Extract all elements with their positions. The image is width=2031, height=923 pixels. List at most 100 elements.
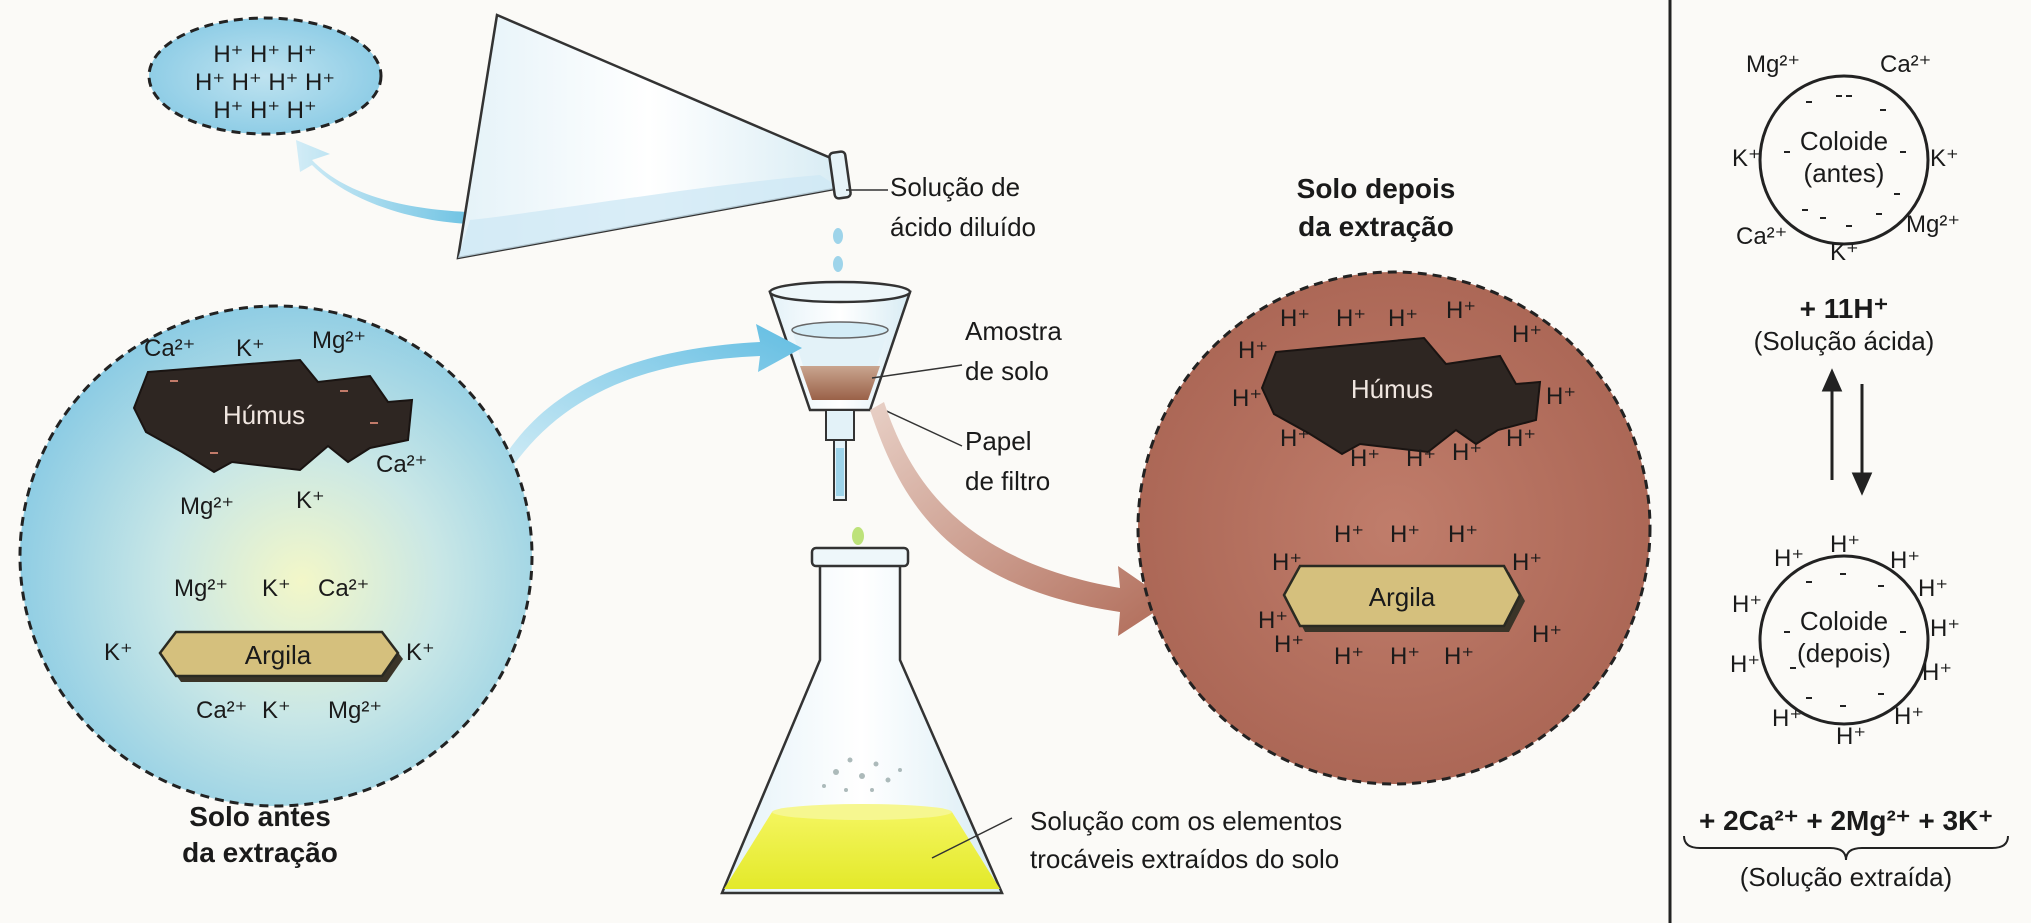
ion-b-ca-clay-top: Ca²⁺ xyxy=(318,575,369,602)
h-a-17: H⁺ xyxy=(1272,549,1302,576)
after-title-line-2: da extração xyxy=(1298,211,1454,242)
ion-s-mg-tl: Mg²⁺ xyxy=(1746,51,1800,78)
h-ions-row-1: H⁺ H⁺ H⁺ xyxy=(213,41,316,68)
humus-after xyxy=(1260,336,1542,456)
paper-label-line-1: Papel xyxy=(965,426,1032,456)
ion-b-mg-clay-top: Mg²⁺ xyxy=(174,575,228,602)
acid-label-line-1: Solução de xyxy=(890,172,1020,202)
h-ions-row-3: H⁺ H⁺ H⁺ xyxy=(213,97,316,124)
colloid-after: Coloide (depois) H⁺ H⁺ H⁺ H⁺ H⁺ H⁺ H⁺ H⁺… xyxy=(1730,531,1960,750)
h-s-2: H⁺ xyxy=(1830,531,1860,558)
ion-b-k-top: K⁺ xyxy=(236,335,265,362)
ion-b-mg-top: Mg²⁺ xyxy=(312,327,366,354)
h-a-5: H⁺ xyxy=(1238,337,1268,364)
h-ions-bubble: H⁺ H⁺ H⁺ H⁺ H⁺ H⁺ H⁺ H⁺ H⁺ H⁺ xyxy=(147,16,383,136)
solution-leader-line xyxy=(931,817,1013,859)
ion-b-ca-right: Ca²⁺ xyxy=(376,451,427,478)
ion-b-k-clay-left: K⁺ xyxy=(104,639,133,666)
add-h-equation: + 11H⁺ xyxy=(1800,293,1889,324)
humus-before-label: Húmus xyxy=(223,400,305,430)
sample-label-line-2: de solo xyxy=(965,356,1049,386)
h-s-11: H⁺ xyxy=(1894,703,1924,730)
ion-b-mg-clay-bottom: Mg²⁺ xyxy=(328,697,382,724)
paper-label-line-2: de filtro xyxy=(965,466,1050,496)
colloid-before-line-1: Coloide xyxy=(1800,126,1888,156)
soil-after-bubble: Húmus Argila H⁺ H⁺ H⁺ H⁺ H⁺ H⁺ H⁺ H⁺ H⁺ … xyxy=(1136,270,1652,786)
h-s-5: H⁺ xyxy=(1918,575,1948,602)
h-a-1: H⁺ xyxy=(1280,305,1310,332)
ion-s-ca-bl: Ca²⁺ xyxy=(1736,223,1787,250)
extracted-brace xyxy=(1683,835,2009,861)
sample-leader-line xyxy=(871,364,963,379)
ion-b-k-clay-top: K⁺ xyxy=(262,575,291,602)
filter-funnel xyxy=(768,280,912,501)
after-title-line-1: Solo depois xyxy=(1297,173,1456,204)
h-s-8: H⁺ xyxy=(1922,659,1952,686)
h-s-3: H⁺ xyxy=(1890,547,1920,574)
h-a-8: H⁺ xyxy=(1546,383,1576,410)
clay-after-label: Argila xyxy=(1369,582,1436,612)
h-s-6: H⁺ xyxy=(1930,615,1960,642)
before-title-line-1: Solo antes xyxy=(189,801,331,832)
ion-b-k-clay-bottom: K⁺ xyxy=(262,697,291,724)
h-s-7: H⁺ xyxy=(1730,651,1760,678)
h-a-23: H⁺ xyxy=(1390,643,1420,670)
before-title-line-2: da extração xyxy=(182,837,338,868)
ion-s-k-right: K⁺ xyxy=(1930,145,1959,172)
pouring-flask xyxy=(456,13,852,260)
h-a-3: H⁺ xyxy=(1388,305,1418,332)
soil-before-bubble: Húmus Argila Ca²⁺ K⁺ Mg²⁺ Ca²⁺ Mg²⁺ K⁺ M… xyxy=(18,304,534,808)
ion-s-k-left: K⁺ xyxy=(1732,145,1761,172)
colloid-after-line-1: Coloide xyxy=(1800,606,1888,636)
extracted-solution xyxy=(724,812,1000,889)
colloid-after-line-2: (depois) xyxy=(1797,638,1891,668)
humus-after-label: Húmus xyxy=(1351,374,1433,404)
h-a-4: H⁺ xyxy=(1446,297,1476,324)
soil-sample xyxy=(800,366,880,400)
before-to-funnel-arrow xyxy=(490,324,802,486)
h-a-14: H⁺ xyxy=(1334,521,1364,548)
paper-leader-line xyxy=(879,407,963,447)
h-a-9: H⁺ xyxy=(1280,425,1310,452)
clay-after xyxy=(1282,564,1525,632)
ion-b-ca-clay-bottom: Ca²⁺ xyxy=(196,697,247,724)
ion-s-ca-tr: Ca²⁺ xyxy=(1880,51,1931,78)
solution-label-line-2: trocáveis extraídos do solo xyxy=(1030,844,1339,874)
receiving-flask xyxy=(720,546,1004,895)
h-s-10: H⁺ xyxy=(1836,723,1866,750)
h-a-20: H⁺ xyxy=(1532,621,1562,648)
clay-before-label: Argila xyxy=(245,640,312,670)
h-a-12: H⁺ xyxy=(1452,439,1482,466)
ion-b-k-clay-right: K⁺ xyxy=(406,639,435,666)
h-a-15: H⁺ xyxy=(1390,521,1420,548)
humus-before xyxy=(132,358,414,474)
extracted-equation: + 2Ca²⁺ + 2Mg²⁺ + 3K⁺ xyxy=(1699,805,1993,836)
ion-b-mg-bottom: Mg²⁺ xyxy=(180,493,234,520)
h-a-2: H⁺ xyxy=(1336,305,1366,332)
h-a-19: H⁺ xyxy=(1258,607,1288,634)
h-a-10: H⁺ xyxy=(1350,445,1380,472)
h-a-7: H⁺ xyxy=(1232,385,1262,412)
flask-to-ions-arrow xyxy=(296,140,470,224)
h-a-16: H⁺ xyxy=(1448,521,1478,548)
ion-b-k-bottom: K⁺ xyxy=(296,487,325,514)
h-a-13: H⁺ xyxy=(1506,425,1536,452)
add-h-caption: (Solução ácida) xyxy=(1754,326,1935,356)
ion-b-ca-top: Ca²⁺ xyxy=(144,335,195,362)
h-a-22: H⁺ xyxy=(1334,643,1364,670)
ion-s-k-bottom: K⁺ xyxy=(1830,239,1859,266)
ion-s-mg-br: Mg²⁺ xyxy=(1906,211,1960,238)
solution-label-line-1: Solução com os elementos xyxy=(1030,806,1342,836)
colloid-before: Coloide (antes) Mg²⁺ Ca²⁺ K⁺ K⁺ Ca²⁺ K⁺ … xyxy=(1732,51,1960,266)
h-s-9: H⁺ xyxy=(1772,705,1802,732)
h-a-21: H⁺ xyxy=(1274,631,1304,658)
h-s-4: H⁺ xyxy=(1732,591,1762,618)
h-a-18: H⁺ xyxy=(1512,549,1542,576)
colloid-before-line-2: (antes) xyxy=(1804,158,1885,188)
h-a-6: H⁺ xyxy=(1512,321,1542,348)
h-s-1: H⁺ xyxy=(1774,545,1804,572)
sample-label-line-1: Amostra xyxy=(965,316,1062,346)
acid-label-line-2: ácido diluído xyxy=(890,212,1036,242)
h-a-11: H⁺ xyxy=(1406,445,1436,472)
